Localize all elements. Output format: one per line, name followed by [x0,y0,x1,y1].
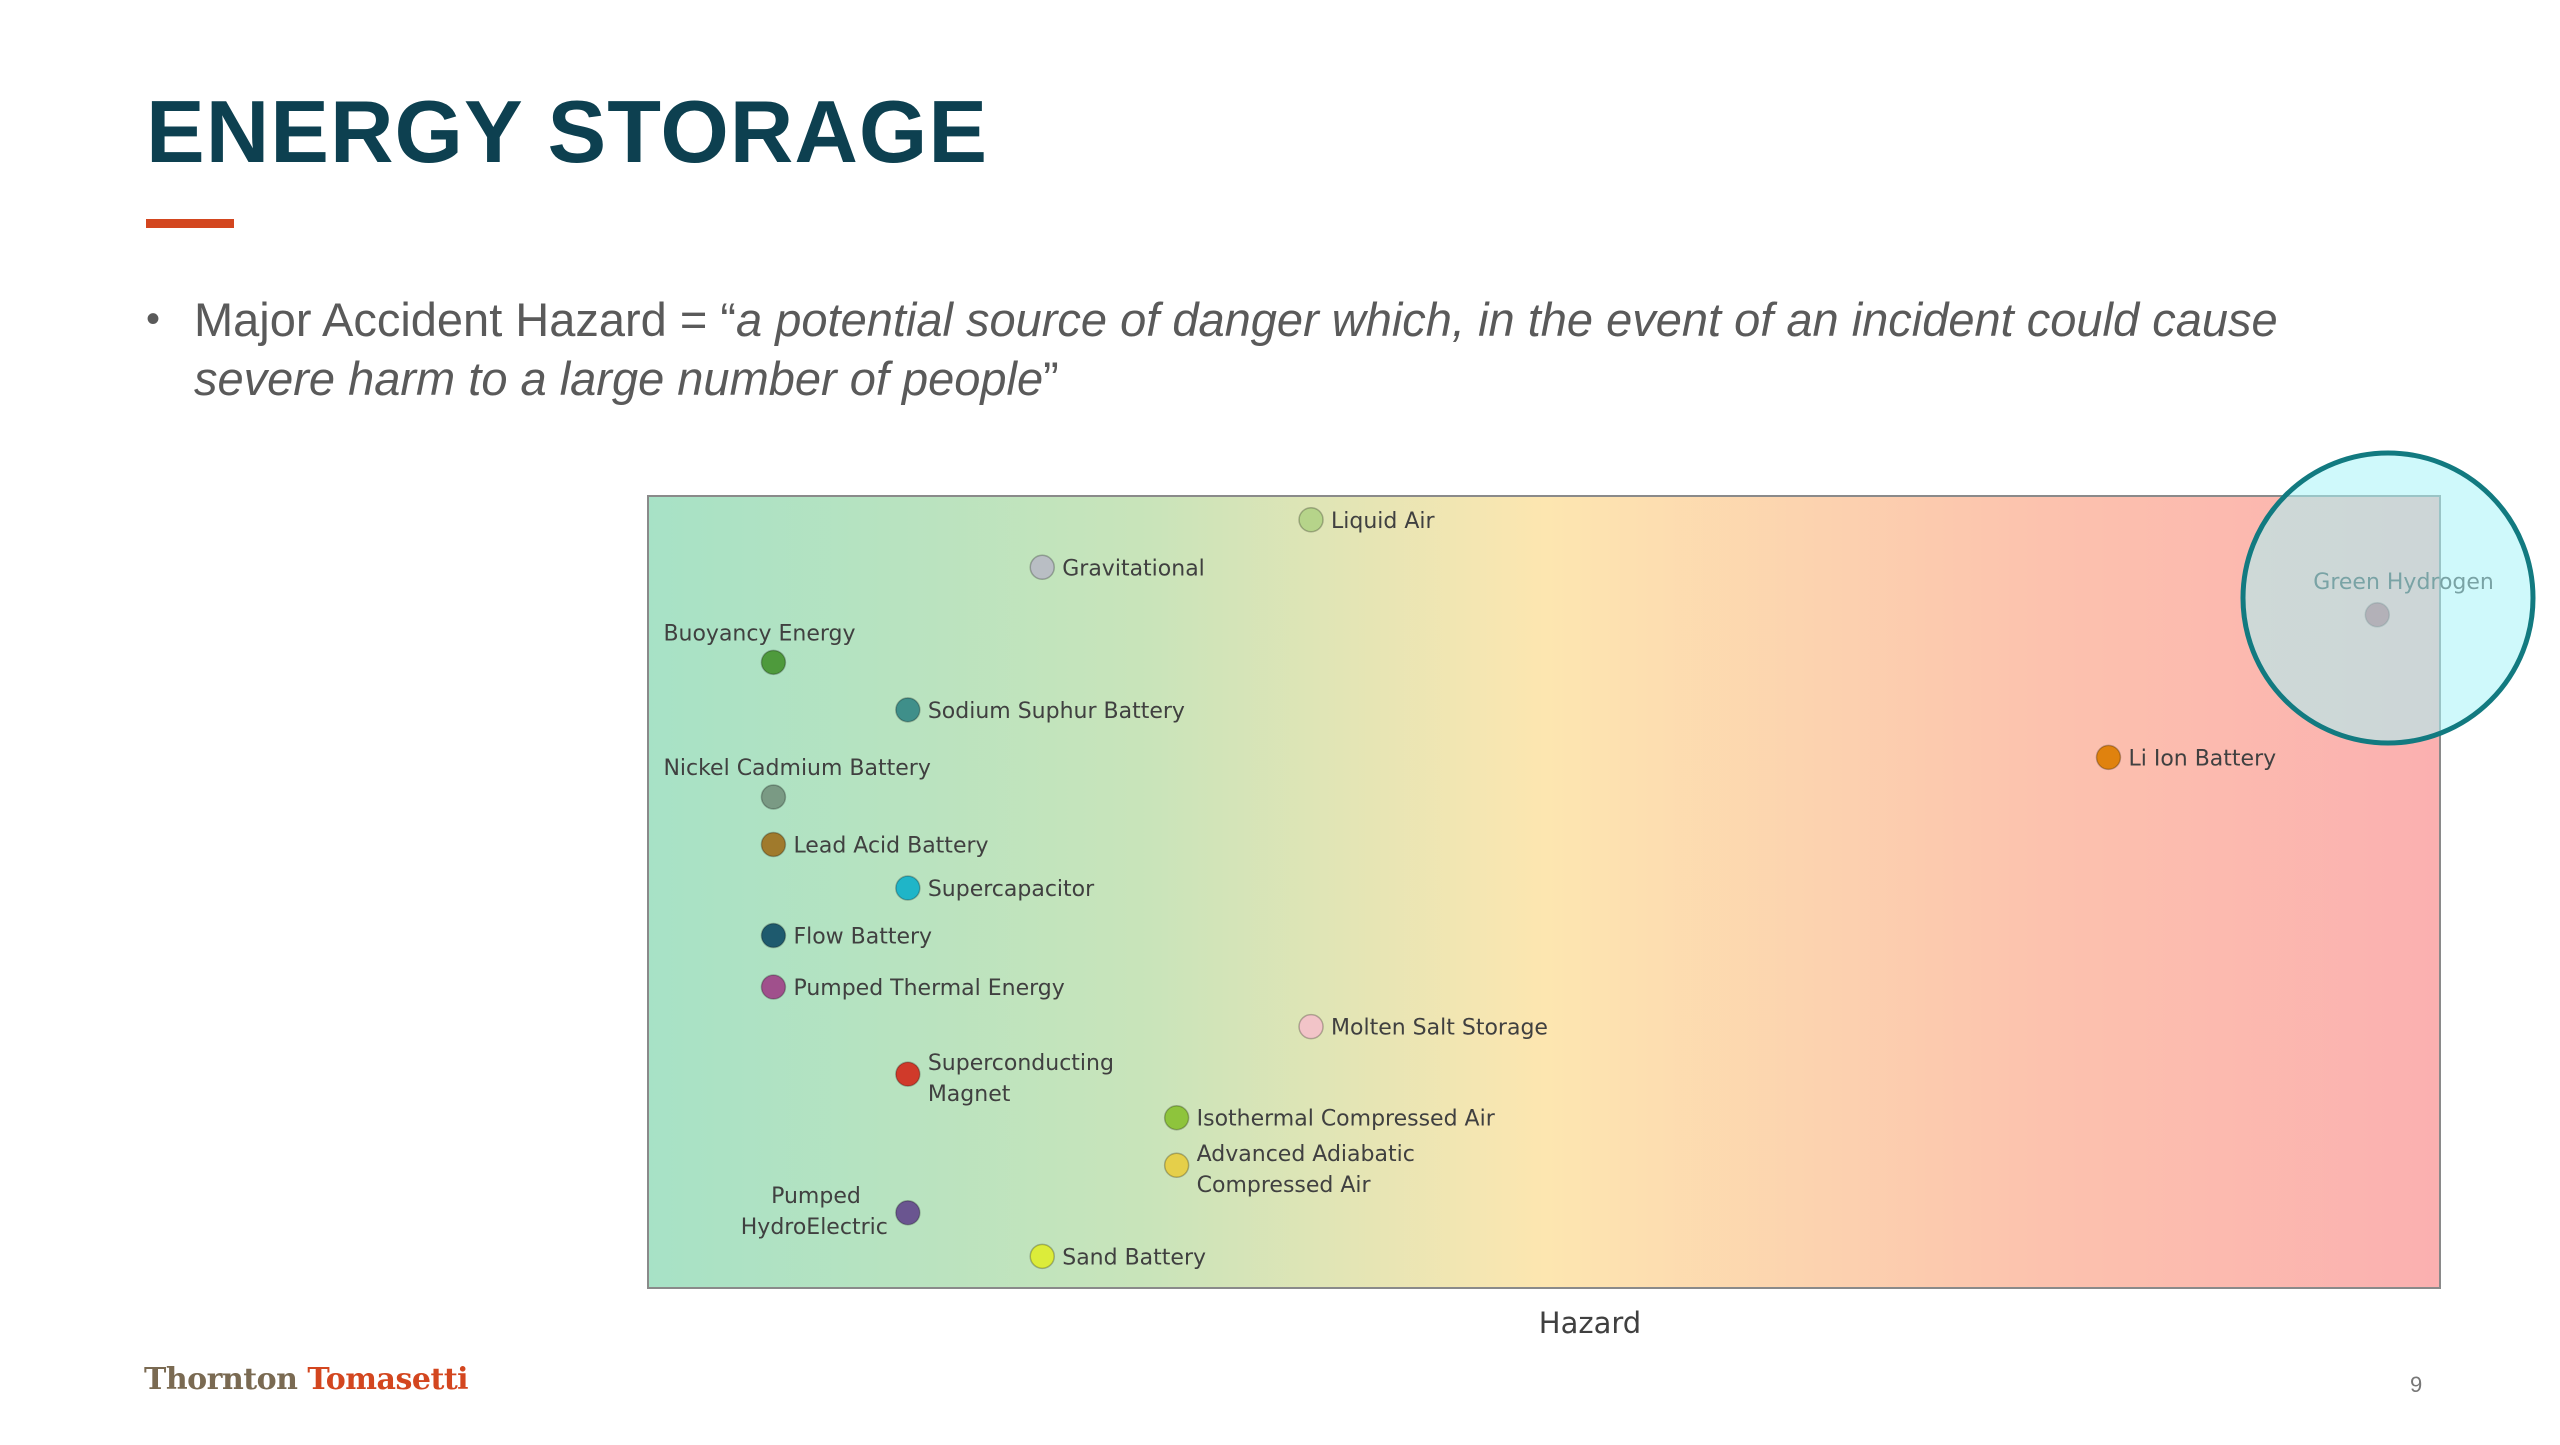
point-label-buoyancy-energy: Buoyancy Energy [663,621,855,646]
point-nickel-cadmium-battery [760,784,787,810]
point-lead-acid-battery [760,831,787,858]
point-superconducting-magnet [895,1061,921,1087]
bullet-prefix: Major Accident Hazard = “ [194,293,737,346]
page-number: 9 [2410,1372,2423,1397]
bullet-point: • Major Accident Hazard = “a potential s… [146,290,2406,408]
green-hydrogen-highlight-circle [2240,450,2536,746]
point-label-sodium-suphur-battery: Sodium Suphur Battery [928,699,1185,724]
point-liquid-air [1298,507,1324,533]
point-molten-salt-storage [1298,1013,1324,1040]
logo-word-thornton: Thornton [144,1362,298,1397]
point-pumped-thermal-energy [760,974,787,1000]
point-li-ion-battery [2095,744,2122,771]
slide-title: ENERGY STORAGE [146,82,989,181]
bullet-definition: a potential source of danger which, in t… [194,293,2278,405]
plot-area [647,495,2441,1289]
point-label-gravitational: Gravitational [1062,556,1205,581]
point-isothermal-compressed-air [1163,1104,1190,1131]
point-label-liquid-air: Liquid Air [1331,509,1436,534]
point-label-nickel-cadmium-battery: Nickel Cadmium Battery [663,756,930,781]
point-sodium-suphur-battery [895,697,921,723]
point-flow-battery [760,922,787,949]
logo-word-tomasetti: Tomasetti [307,1362,469,1397]
x-axis-label: Hazard [1539,1306,1641,1340]
point-label-flow-battery: Flow Battery [793,925,932,950]
point-label-supercapacitor: Supercapacitor [928,877,1095,902]
point-supercapacitor [895,875,921,901]
point-label-lead-acid-battery: Lead Acid Battery [793,833,988,858]
point-buoyancy-energy [760,649,787,676]
point-label-li-ion-battery: Li Ion Battery [2128,746,2276,771]
title-accent-rule [146,219,234,228]
bullet-dot-icon: • [146,297,161,341]
point-sand-battery [1029,1243,1055,1270]
point-gravitational [1029,554,1055,581]
point-pumped-hydroelectric [895,1200,921,1226]
point-label-sand-battery: Sand Battery [1062,1245,1206,1270]
point-label-pumped-thermal-energy: Pumped Thermal Energy [793,976,1064,1001]
bullet-suffix: ” [1043,352,1059,405]
point-label-isothermal-compressed-air: Isothermal Compressed Air [1197,1107,1496,1132]
company-logo: Thornton Tomasetti [144,1362,469,1397]
point-label-molten-salt-storage: Molten Salt Storage [1331,1016,1548,1041]
bullet-text: Major Accident Hazard = “a potential sou… [146,290,2406,408]
point-advanced-adiabatic-compressed-air [1163,1152,1190,1178]
